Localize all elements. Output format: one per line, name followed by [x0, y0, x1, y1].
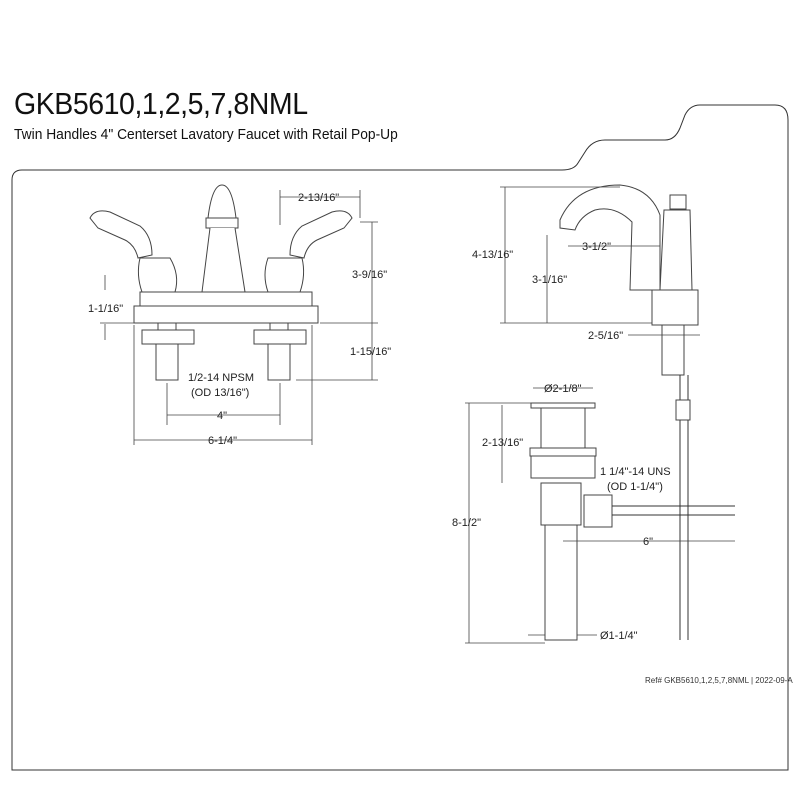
dim-center: 4": [217, 410, 227, 422]
drain-thread-1: 1 1/4"-14 UNS: [600, 466, 671, 478]
dim-total-height: 4-13/16": [472, 249, 513, 261]
thread-label-2: (OD 13/16"): [191, 387, 249, 399]
front-view-faucet: [89, 184, 353, 381]
dim-spout-height: 3-1/16": [532, 274, 567, 286]
dim-reach: 3-1/2": [582, 241, 611, 253]
dim-total: 8-1/2": [452, 517, 481, 529]
drain-assembly: [529, 402, 735, 641]
dim-shank-length: 1-15/16": [350, 346, 391, 358]
page-title: GKB5610,1,2,5,7,8NML: [14, 86, 308, 121]
drawing-frame: [11, 104, 789, 771]
dim-height: 3-9/16": [352, 269, 387, 281]
dim-handle-spread: 2-13/16": [298, 192, 339, 204]
side-view-dimensions: 4-13/16" 3-1/2" 3-1/16" 2-5/16": [472, 186, 700, 342]
side-view-faucet: [559, 184, 699, 640]
page-subtitle: Twin Handles 4" Centerset Lavatory Fauce…: [14, 126, 398, 143]
dim-tail-dia: Ø1-1/4": [600, 630, 638, 642]
thread-label-1: 1/2-14 NPSM: [188, 372, 254, 384]
drain-dimensions: Ø2-1/8" 2-13/16" 1 1/4"-14 UNS (OD 1-1/4…: [452, 383, 735, 644]
dim-rod: 6": [643, 536, 653, 548]
dim-flange-dia: Ø2-1/8": [544, 383, 582, 395]
front-view-dimensions: 2-13/16" 3-9/16" 1-15/16" 1-1/16" 1/2-14…: [88, 190, 391, 447]
dim-base-depth: 2-5/16": [588, 330, 623, 342]
drain-thread-2: (OD 1-1/4"): [607, 481, 663, 493]
dim-body-height: 2-13/16": [482, 437, 523, 449]
footer-ref: Ref# GKB5610,1,2,5,7,8NML | 2022-09-A: [645, 676, 793, 685]
dim-width: 6-1/4": [208, 435, 237, 447]
dim-base: 1-1/16": [88, 303, 123, 315]
